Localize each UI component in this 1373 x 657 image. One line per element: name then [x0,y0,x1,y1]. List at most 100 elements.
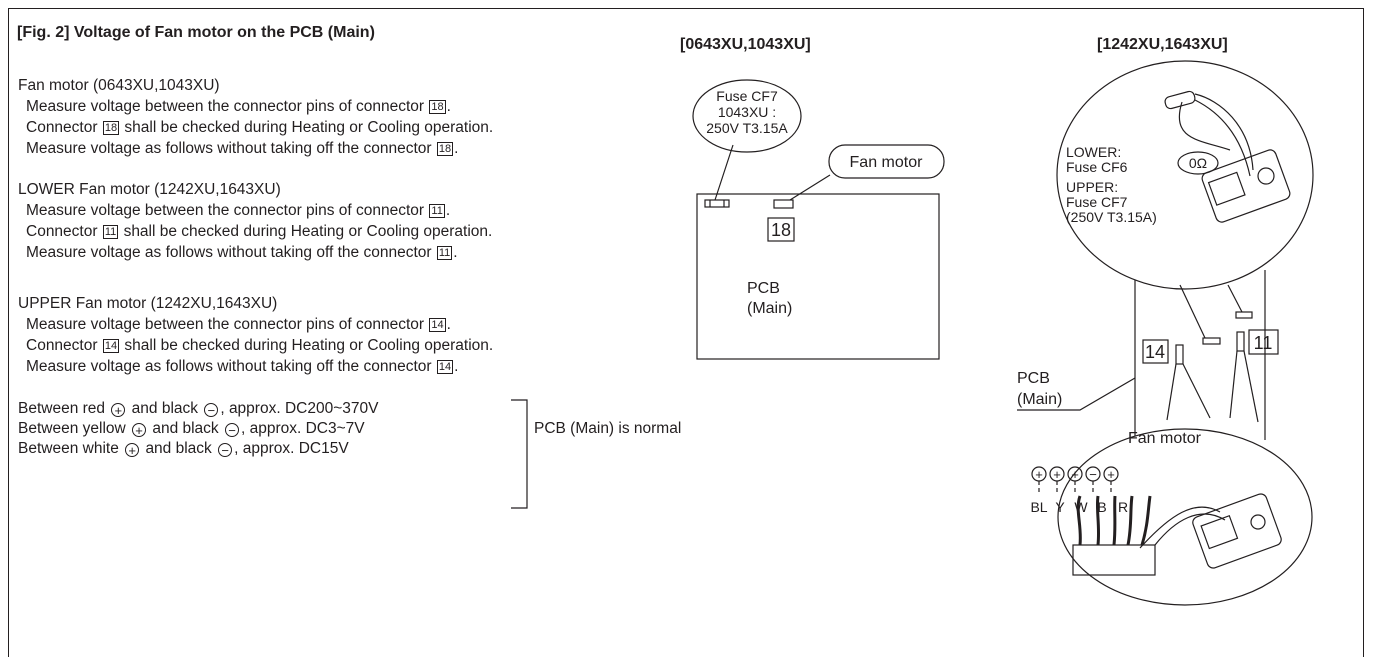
pin-polarity-circle [1031,466,1047,482]
connector-number-box: 14 [429,318,446,332]
fuse-callout-pointer [714,144,734,201]
pcb-normal-label: PCB (Main) is normal [534,420,682,437]
connector-14-component [1175,344,1184,365]
zoom-pointer [1182,363,1211,419]
instruction-text: shall be checked during Heating or Cooli… [124,337,494,354]
pin-label: R [1118,499,1128,515]
connector-11-label: 11 [1254,333,1273,353]
lower-fuse-name: Fuse CF6 [1066,159,1128,175]
instruction-line: Measure voltage as follows without takin… [26,244,458,261]
instruction-text: Connector [26,119,98,136]
instruction-line: Connector 18 shall be checked during Hea… [26,119,493,137]
connector-number-box: 11 [102,225,119,239]
multimeter-top [1164,90,1291,223]
instruction-line: Measure voltage between the connector pi… [26,202,451,219]
figure-title: [Fig. 2] Voltage of Fan motor on the PCB… [17,24,375,41]
instruction-line: Measure voltage as follows without takin… [26,358,459,375]
mid-diagram-header: [0643XU,1043XU] [680,36,811,53]
minus-symbol: − [204,403,219,417]
connector-number-box: 18 [429,100,446,114]
instruction-text: Measure voltage as follows without takin… [26,244,432,261]
bracket-line [511,399,528,509]
section-heading-lower-fan-motor: LOWER Fan motor (1242XU,1643XU) [18,181,281,198]
pin-label: W [1074,499,1088,515]
fuse-label-line1: Fuse CF7 [716,88,778,104]
instruction-text: Measure voltage as follows without takin… [26,358,432,375]
pcb-right-label-line1: PCB [1017,370,1050,387]
connector-number-box: 18 [436,142,454,156]
instruction-text: Measure voltage between the connector pi… [26,98,425,115]
connector-11-box [1248,329,1279,355]
voltage-text: , approx. DC3~7V [241,420,365,437]
instruction-text: shall be checked during Heating or Cooli… [123,223,493,240]
fuse-callout-bubble [692,79,802,153]
instruction-text: Measure voltage as follows without takin… [26,140,432,157]
plus-symbol: + [125,443,140,457]
pin-polarity-circle [1103,466,1119,482]
pcb-label-line2: (Main) [747,300,792,317]
instruction-line: Connector 11 shall be checked during Hea… [26,223,492,241]
upper-fuse-rating: (250V T3.15A) [1066,209,1157,225]
instruction-text: shall be checked during Heating or Cooli… [124,119,494,136]
connector-18-component [773,199,794,209]
pcb-leader-line [1017,377,1136,411]
instruction-line: Connector 14 shall be checked during Hea… [26,337,493,355]
fan-motor-callout-bubble [828,144,945,179]
pin-polarity: + [1053,467,1061,482]
instruction-text: Connector [26,337,98,354]
connector-number-box: 18 [102,121,120,135]
zoom-pointer [1227,284,1243,313]
fuse-component [704,199,730,208]
voltage-text: Between yellow [18,420,126,437]
right-diagram-header: [1242XU,1643XU] [1097,36,1228,53]
voltage-text: Between white [18,440,119,457]
pin-polarity: + [1107,467,1115,482]
instruction-text: Measure voltage between the connector pi… [26,316,425,333]
pin-label: Y [1055,499,1065,515]
minus-symbol: − [218,443,233,457]
pin-leads [1038,481,1112,492]
minus-symbol: − [225,423,239,437]
zoom-pointer [1229,350,1238,419]
figure-frame [8,8,1364,657]
connector-14-label: 14 [1145,342,1165,362]
section-heading-upper-fan-motor: UPPER Fan motor (1242XU,1643XU) [18,295,278,312]
instruction-line: Measure voltage as follows without takin… [26,140,459,157]
fan-motor-label: Fan motor [850,154,924,171]
voltage-line-red: Between red + and black −, approx. DC200… [18,400,378,418]
pin-label: BL [1030,499,1047,515]
fuse-label-line3: 250V T3.15A [706,120,788,136]
voltage-text: , approx. DC200~370V [220,400,379,417]
fan-motor-callout-pointer [789,174,831,201]
instruction-text: Connector [26,223,98,240]
pin-polarity-circle [1067,466,1083,482]
fuse-cf6-component [1202,337,1221,345]
zoom-pointer [1166,363,1177,421]
pin-polarity-circle [1085,466,1101,482]
pcb-label-line1: PCB [747,280,780,297]
voltage-text: Between red [18,400,106,417]
instruction-line: Measure voltage between the connector pi… [26,98,451,115]
instruction-text: Measure voltage between the connector pi… [26,202,425,219]
voltage-text: and black [131,400,199,417]
connector-18-box [767,217,795,242]
voltage-line-yellow: Between yellow + and black −, approx. DC… [18,420,365,438]
pin-polarity: + [1071,467,1079,482]
fan-motor-zoom-label: Fan motor [1128,430,1202,447]
zoom-pointer [1243,350,1259,423]
multimeter-bottom [1139,493,1282,569]
plus-symbol: + [111,403,126,417]
connector-number-box: 14 [102,339,120,353]
ohm-reading: 0Ω [1189,155,1207,171]
voltage-text: and black [152,420,219,437]
pin-polarity-circle [1049,466,1065,482]
voltage-line-white: Between white + and black −, approx. DC1… [18,440,349,458]
fan-motor-wires [1076,495,1152,546]
upper-fuse-label: UPPER: [1066,179,1118,195]
instruction-line: Measure voltage between the connector pi… [26,316,451,333]
connector-18-label: 18 [771,220,791,240]
pcb-right-label-line2: (Main) [1017,391,1062,408]
connector-number-box: 11 [436,246,453,260]
pin-polarity: − [1089,467,1097,482]
